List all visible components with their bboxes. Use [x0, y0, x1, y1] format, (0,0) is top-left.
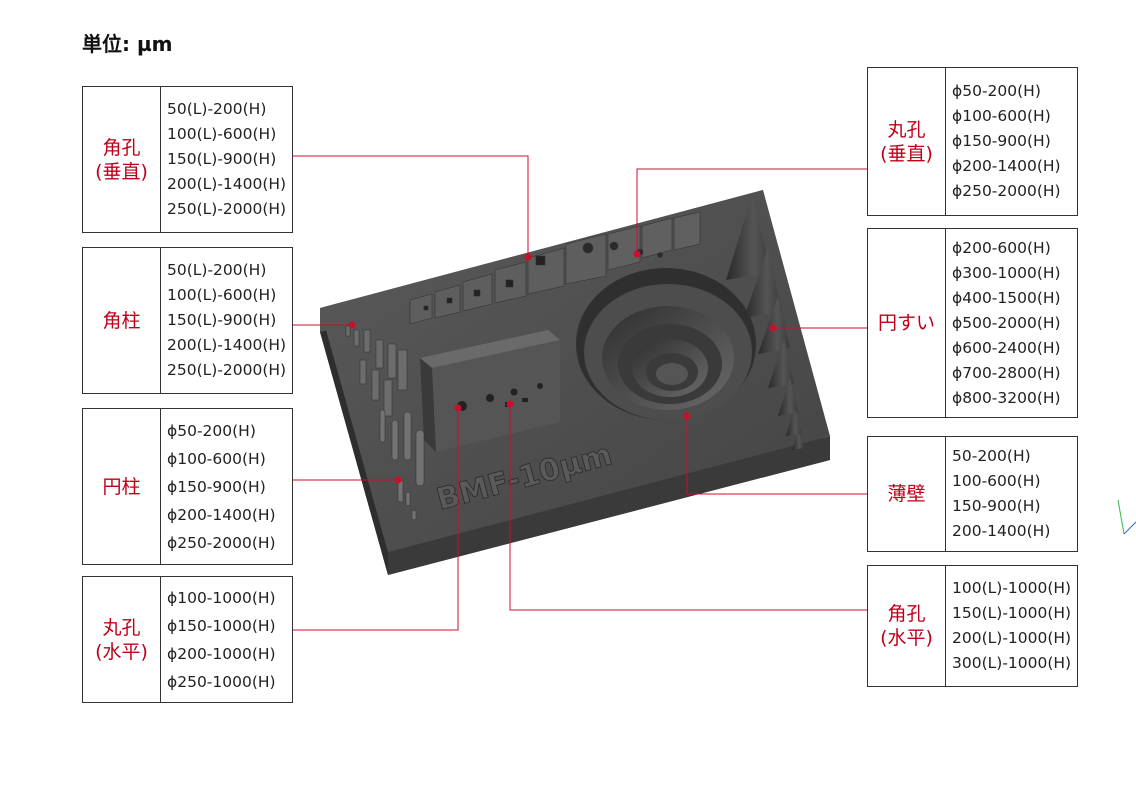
callout-round-hole-vertical: 丸孔 (垂直) ϕ50-200(H) ϕ100-600(H) ϕ150-900(…: [867, 67, 1078, 216]
horizontal-hole-block: [420, 330, 560, 452]
callout-specs: 50-200(H) 100-600(H) 150-900(H) 200-1400…: [952, 447, 1051, 540]
callout-name: 円柱: [83, 409, 161, 564]
callout-specs: ϕ50-200(H) ϕ100-600(H) ϕ150-900(H) ϕ200-…: [952, 82, 1061, 200]
callout-square-hole-horizontal: 角孔 (水平) 100(L)-1000(H) 150(L)-1000(H) 20…: [867, 565, 1078, 687]
callout-specs: ϕ50-200(H) ϕ100-600(H) ϕ150-900(H) ϕ200-…: [167, 421, 276, 552]
callout-name: 丸孔 (水平): [83, 577, 161, 702]
callout-specs: ϕ200-600(H) ϕ300-1000(H) ϕ400-1500(H) ϕ5…: [952, 238, 1061, 407]
callout-square-hole-vertical: 角孔 (垂直) 50(L)-200(H) 100(L)-600(H) 150(L…: [82, 86, 293, 233]
callout-specs: 50(L)-200(H) 100(L)-600(H) 150(L)-900(H)…: [167, 261, 287, 379]
callout-name: 丸孔 (垂直): [868, 68, 946, 215]
thin-wall-rings: [576, 268, 756, 420]
leader-lines: [292, 155, 868, 631]
callout-square-pillar: 角柱 50(L)-200(H) 100(L)-600(H) 150(L)-900…: [82, 247, 293, 394]
unit-label: 単位: µm: [82, 32, 173, 56]
square-hole-blocks: [409, 233, 607, 325]
callout-specs: ϕ100-1000(H) ϕ150-1000(H) ϕ200-1000(H) ϕ…: [167, 588, 276, 691]
round-hole-blocks: [582, 211, 701, 271]
callout-name: 薄壁: [868, 437, 946, 551]
callout-name: 円すい: [868, 229, 946, 417]
square-pillar-array: [345, 325, 408, 417]
callout-round-pillar: 円柱 ϕ50-200(H) ϕ100-600(H) ϕ150-900(H) ϕ2…: [82, 408, 293, 565]
leader-dots: [348, 250, 777, 484]
callout-cone: 円すい ϕ200-600(H) ϕ300-1000(H) ϕ400-1500(H…: [867, 228, 1078, 418]
callout-name: 角柱: [83, 248, 161, 393]
callout-thin-wall: 薄壁 50-200(H) 100-600(H) 150-900(H) 200-1…: [867, 436, 1078, 552]
callout-specs: 100(L)-1000(H) 150(L)-1000(H) 200(L)-100…: [952, 579, 1072, 672]
callout-name: 角孔 (垂直): [83, 87, 161, 232]
axis-triad-icon: [1117, 499, 1136, 535]
callout-specs: 50(L)-200(H) 100(L)-600(H) 150(L)-900(H)…: [167, 100, 287, 218]
callout-name: 角孔 (水平): [868, 566, 946, 686]
callout-round-hole-horizontal: 丸孔 (水平) ϕ100-1000(H) ϕ150-1000(H) ϕ200-1…: [82, 576, 293, 703]
